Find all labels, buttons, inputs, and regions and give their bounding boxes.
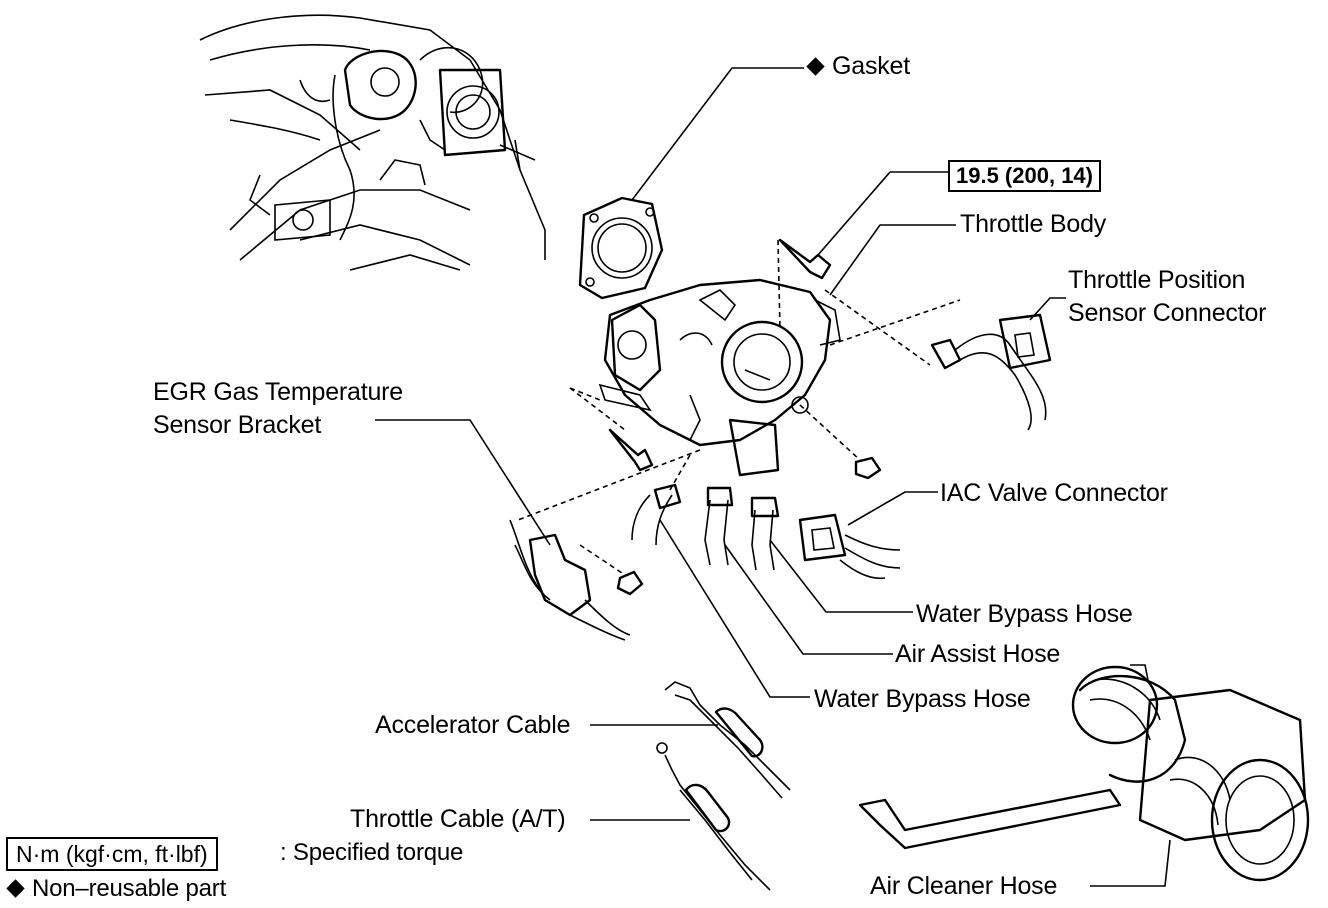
non-reusable-diamond-icon [6,879,25,898]
fasteners [608,238,882,596]
label-air-assist-hose: Air Assist Hose [895,640,1061,668]
label-gasket-text: Gasket [832,52,910,80]
label-egr-bracket-line1: EGR Gas Temperature [153,378,404,406]
legend-torque-desc: : Specified torque [280,839,464,866]
legend-torque-unit-box: N·m (kgf·cm, ft·lbf) [6,837,218,871]
tps-connector-part [930,313,1052,431]
label-tps-connector-line2: Sensor Connector [1068,299,1267,327]
engine-sketch [199,14,546,271]
label-water-bypass-hose-upper: Water Bypass Hose [916,600,1133,628]
label-gasket: Gasket [806,51,910,81]
legend-non-reusable-text: Non–reusable part [32,875,227,902]
label-iac-connector: IAC Valve Connector [940,479,1168,507]
label-egr-bracket-line2: Sensor Bracket [153,411,322,439]
label-accelerator-cable: Accelerator Cable [375,711,571,739]
torque-spec-box: 19.5 (200, 14) [948,160,1101,192]
hoses [631,483,780,571]
label-throttle-body: Throttle Body [960,210,1107,238]
legend-non-reusable: Non–reusable part [6,874,226,904]
leader-lines [375,67,1171,887]
cables [656,681,791,891]
label-tps-connector-line1: Throttle Position [1068,266,1246,294]
egr-bracket-part [509,519,631,641]
gasket-part [578,196,664,300]
label-water-bypass-hose-lower: Water Bypass Hose [814,685,1031,713]
non-reusable-diamond-icon [806,57,825,76]
air-cleaner-hose-part [858,664,1310,882]
iac-connector-part [798,513,901,580]
assembly-lines [517,239,961,576]
label-air-cleaner-hose: Air Cleaner Hose [870,872,1058,900]
throttle-body-part [598,278,841,477]
label-throttle-cable: Throttle Cable (A/T) [350,805,566,833]
